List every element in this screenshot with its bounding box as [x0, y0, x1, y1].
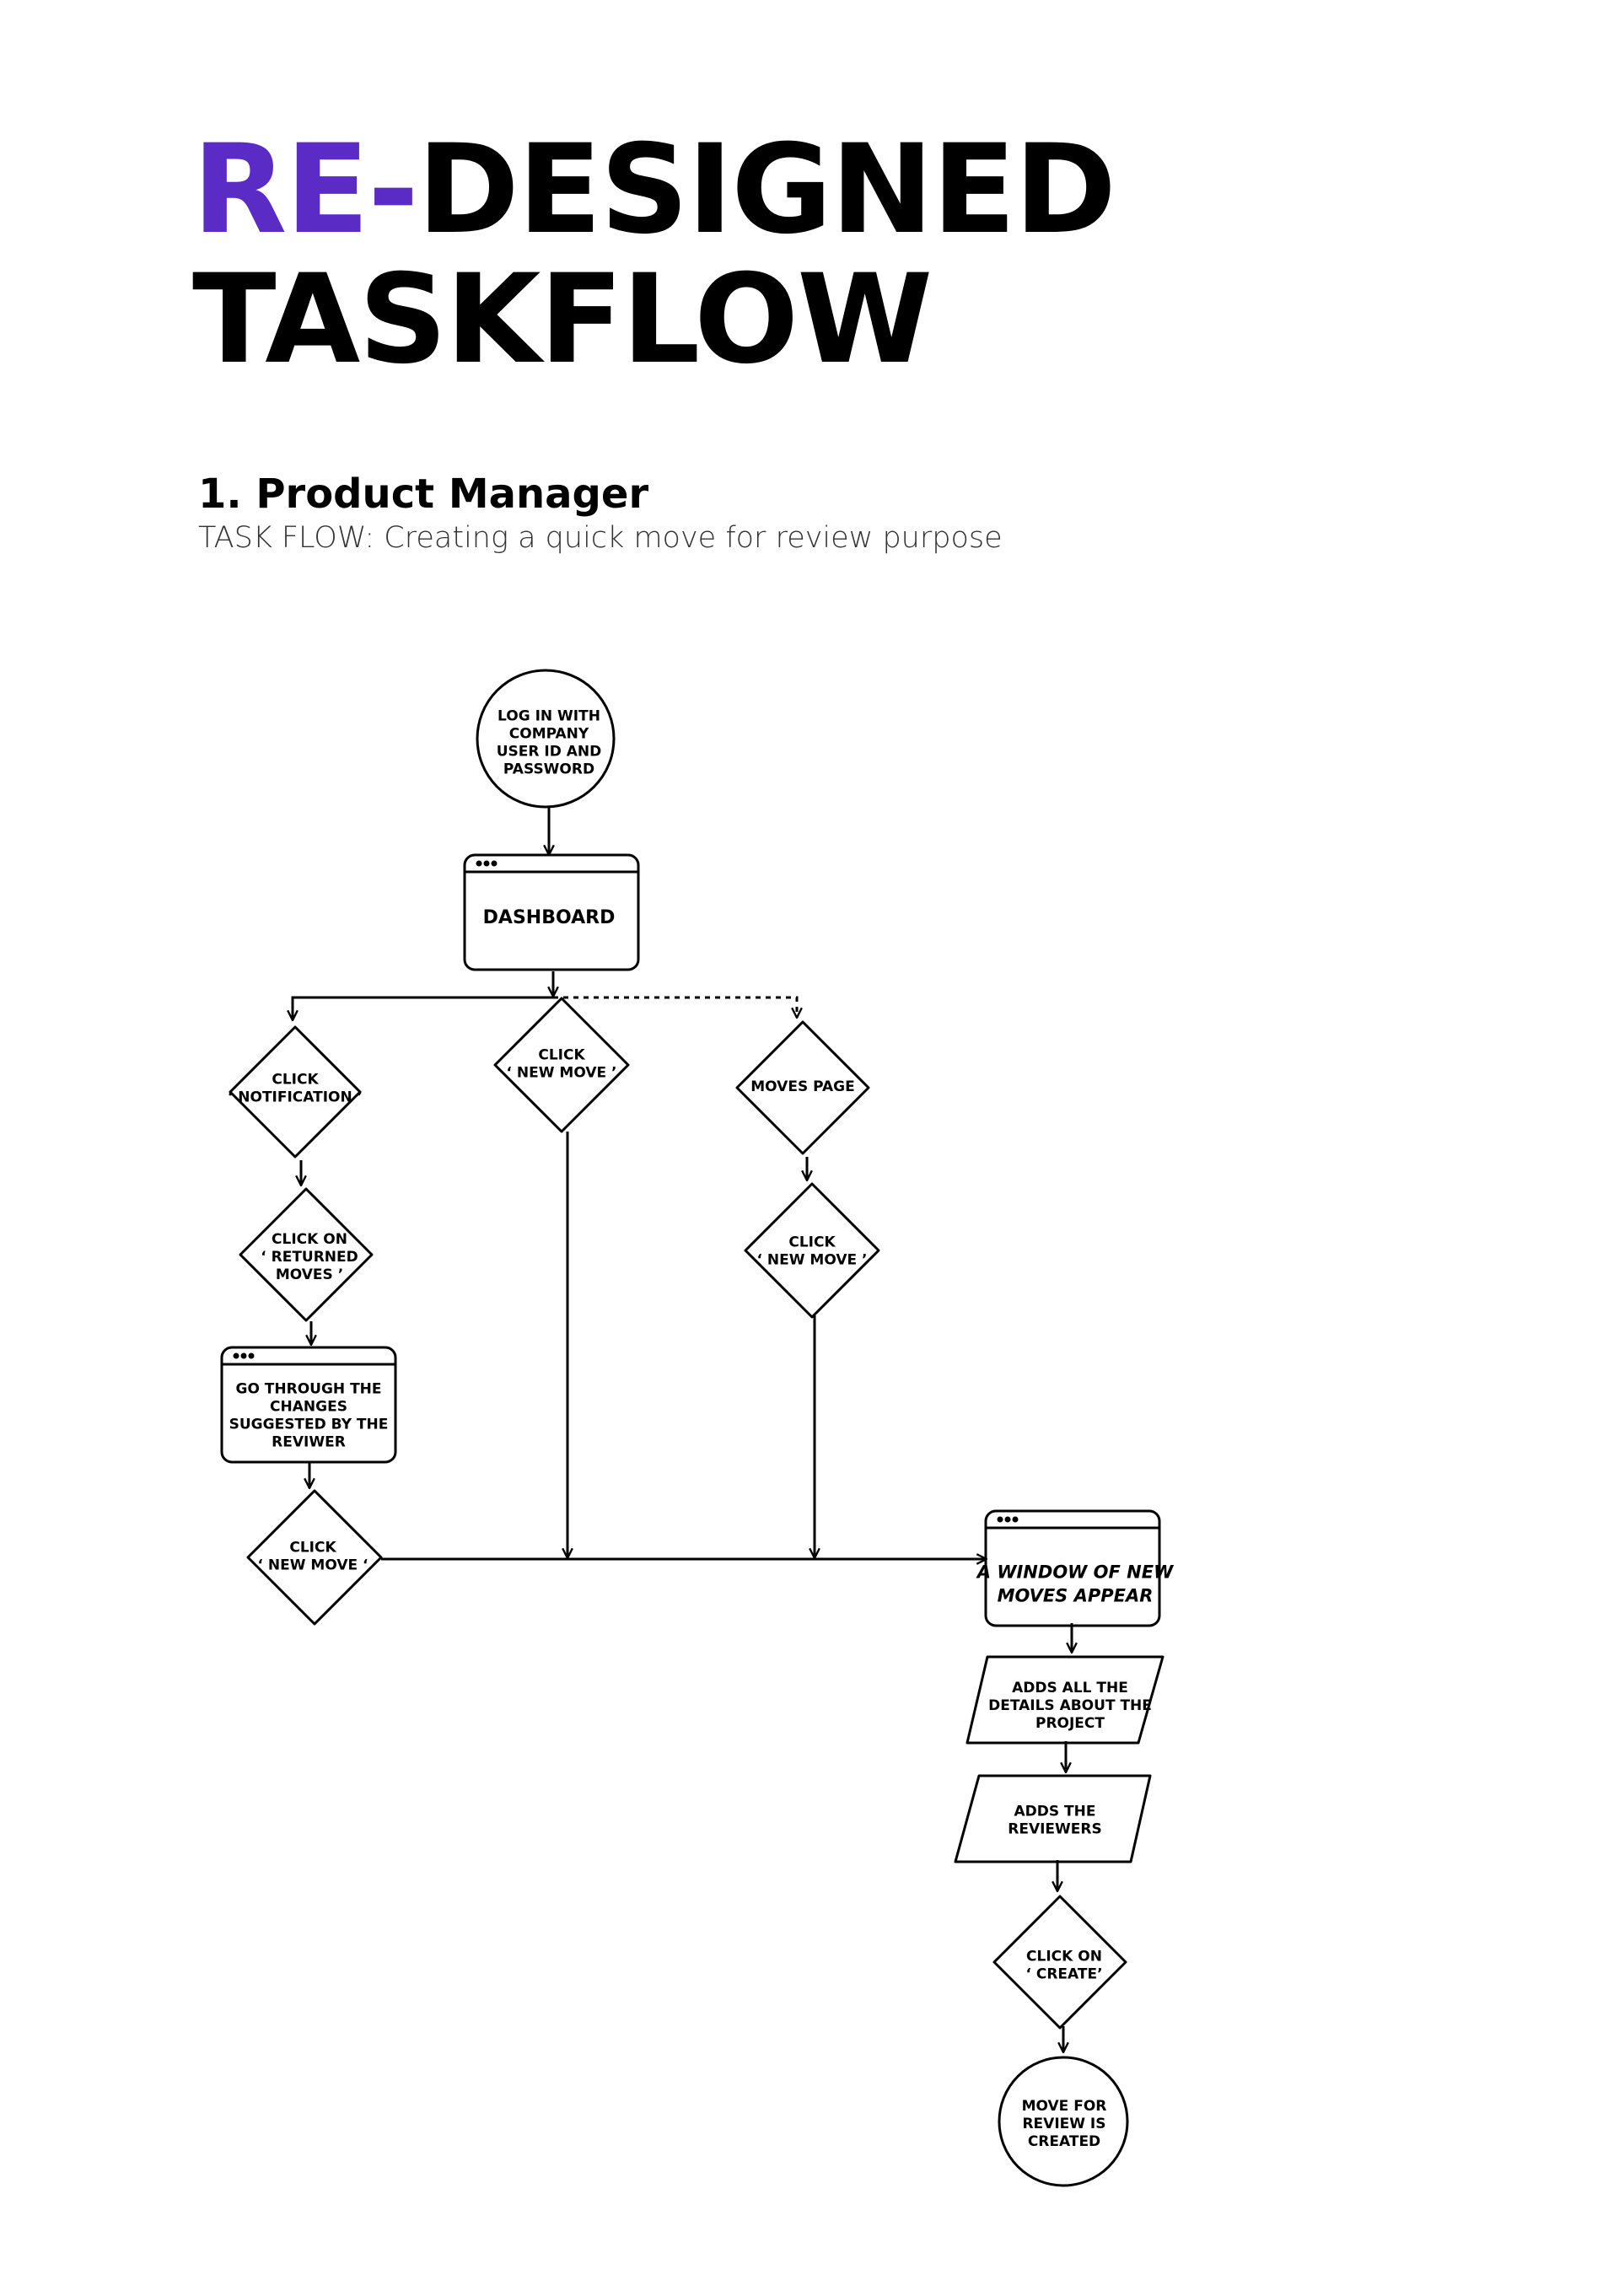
node-new-moves-window	[984, 1509, 1161, 1627]
label-click-new-move-right: CLICK‘ NEW MOVE ’	[757, 1234, 868, 1269]
node-adds-reviewers-parallelogram	[954, 1774, 1152, 1863]
node-dashboard-window	[463, 853, 640, 971]
page-title-line-1: RE-DESIGNED	[192, 128, 1116, 251]
connector-branch-notification	[293, 996, 553, 1020]
node-moves-page-diamond	[735, 1020, 870, 1155]
connector-branch-moves-page	[553, 996, 797, 1018]
page-title-line-2: TASKFLOW	[192, 248, 933, 391]
section-subtitle: TASK FLOW: Creating a quick move for rev…	[198, 521, 1003, 555]
node-click-create-diamond	[992, 1895, 1127, 2030]
node-login-circle	[476, 669, 616, 809]
label-click-new-move-left: CLICK‘ NEW MOVE ‘	[258, 1540, 368, 1574]
section-title: 1. Product Manager	[198, 470, 649, 518]
label-click-create: CLICK ON‘ CREATE’	[1025, 1949, 1102, 1983]
node-click-new-move-right-diamond	[744, 1182, 880, 1319]
node-click-new-move-center-diamond	[493, 997, 630, 1133]
node-click-returned-moves-diamond	[239, 1187, 374, 1322]
node-click-new-move-left-diamond	[246, 1489, 383, 1626]
node-adds-details-parallelogram	[965, 1655, 1164, 1745]
label-dashboard: DASHBOARD	[483, 907, 616, 928]
title-accent: RE-	[192, 118, 419, 261]
label-moves-page: MOVES PAGE	[750, 1078, 854, 1095]
label-click-new-move-center: CLICK‘ NEW MOVE ’	[507, 1047, 617, 1082]
title-rest: DESIGNED	[417, 118, 1116, 261]
node-move-created-circle	[998, 2056, 1129, 2187]
node-click-notification-diamond	[229, 1025, 362, 1159]
label-click-notification: CLICK‘ NOTIFICATION ’	[228, 1072, 363, 1106]
node-go-through-changes-window	[220, 1346, 397, 1464]
